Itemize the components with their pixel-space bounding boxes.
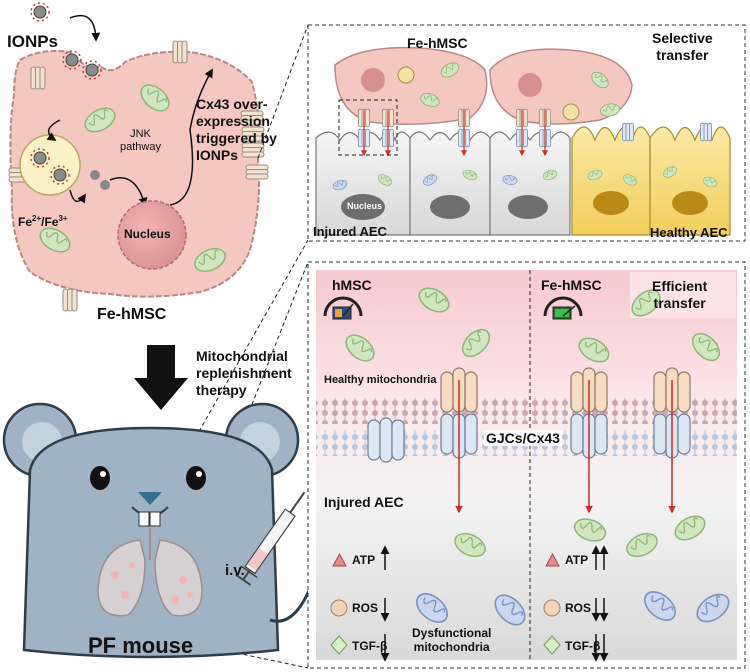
healthy-aec-label: Healthy AEC [650,225,728,240]
dysfunctional-label: Dysfunctional mitochondria [412,626,491,654]
ion-label: Fe2+/Fe3+ [18,214,68,229]
ion-sup-3: 3+ [58,214,68,223]
pf-mouse-illustration [2,402,357,659]
hmsc-title: hMSC [332,277,372,293]
legend-atp-left: ATP [352,553,376,567]
legend-atp-right: ATP [565,553,589,567]
fe-hmsc-title: Fe-hMSC [97,306,167,323]
nucleus-label: Nucleus [124,227,171,241]
syringe-icon [235,491,306,586]
aec-nucleus-label: Nucleus [347,201,383,211]
tgf-diamond-icon [330,635,348,655]
hemichannel [367,417,405,463]
therapy-arrow-icon [134,345,188,410]
cx43-channel-icon [172,40,188,64]
dysfunctional-line-2: mitochondria [413,640,490,654]
ion-fe2: Fe [18,215,33,229]
tgf-diamond-icon [543,635,561,655]
atp-triangle-icon [545,552,560,567]
cx43-note-line-2: expression [196,113,270,129]
injured-aec-cell [315,131,411,236]
cx43-note: Cx43 over- expression triggered by IONPs [196,96,277,164]
ros-circle-icon [543,599,561,617]
gauge-icon-low [323,296,363,320]
injured-aec-cell [409,131,491,236]
selective-line-1: Selective [652,30,713,46]
iv-label: i.v. [225,562,245,579]
cell-nucleus [518,73,542,97]
healthy-aec-cell [571,126,651,236]
therapy-line-1: Mitochondrial [196,348,288,364]
top-panel-illustration [315,46,731,236]
cx43-note-line-4: IONPs [196,147,239,163]
lung [97,539,146,617]
bottom-panel-bg [316,270,737,660]
efficient-transfer-label: Efficient transfer [652,278,707,312]
cx43-channel-icon [245,164,269,180]
iron-ion-icon [90,170,100,180]
cx43-note-line-3: triggered by [196,130,277,146]
legend-tgf-right: TGF-β [565,639,601,653]
legend-ros-left: ROS [352,601,379,615]
aec-nucleus [341,194,385,220]
injured-aec-bottom-label: Injured AEC [324,494,404,510]
gjc-label: GJCs/Cx43 [484,430,562,446]
ion-sup-2: 2+ [32,214,42,223]
injured-aec-label: Injured AEC [313,224,387,239]
mouse-eye [186,466,206,490]
selective-line-2: transfer [656,47,709,63]
pf-mouse-title: PF mouse [88,633,194,658]
nanoparticle-icon [30,2,50,22]
mouse-nose [138,492,162,505]
cx43-channel-icon [62,288,78,312]
cell-nucleus [361,68,385,92]
efficient-line-2: transfer [653,295,706,311]
jnk-line-1: JNK [130,128,151,140]
indicator-arrows-right [591,545,609,662]
jnk-line-2: pathway [120,141,161,153]
therapy-label: Mitochondrial replenishment therapy [196,348,292,399]
gauge-icon-high [543,296,583,320]
selective-transfer-label: Selective transfer [652,30,713,64]
fe-hmsc-cell-diagram [8,2,269,312]
mouse-eye [90,466,110,490]
therapy-line-3: therapy [196,382,247,398]
zoom-box [338,99,398,156]
healthy-mito-label: Healthy mitochondria [324,374,437,386]
efficient-line-1: Efficient [652,278,708,294]
bottom-fe-hmsc-title: Fe-hMSC [541,277,602,293]
endosome [19,134,81,196]
jnk-label: JNK pathway [120,128,161,154]
nucleus [117,200,187,270]
cx43-channel-icon [30,66,46,90]
iron-ion-icon [100,180,110,190]
healthy-aec-cell [649,126,731,236]
ionps-label: IONPs [7,32,59,51]
ros-circle-icon [330,599,348,617]
atp-triangle-icon [332,552,347,567]
therapy-line-2: replenishment [196,365,292,381]
cx43-note-line-1: Cx43 over- [196,96,268,112]
legend-ros-right: ROS [565,601,592,615]
top-fe-hmsc-label: Fe-hMSC [407,35,468,51]
ion-fe3: /Fe [41,215,59,229]
dysfunctional-line-1: Dysfunctional [412,626,492,640]
injured-aec-cell [489,131,571,236]
cell-membrane [9,50,261,298]
legend-tgf-left: TGF-β [352,639,388,653]
